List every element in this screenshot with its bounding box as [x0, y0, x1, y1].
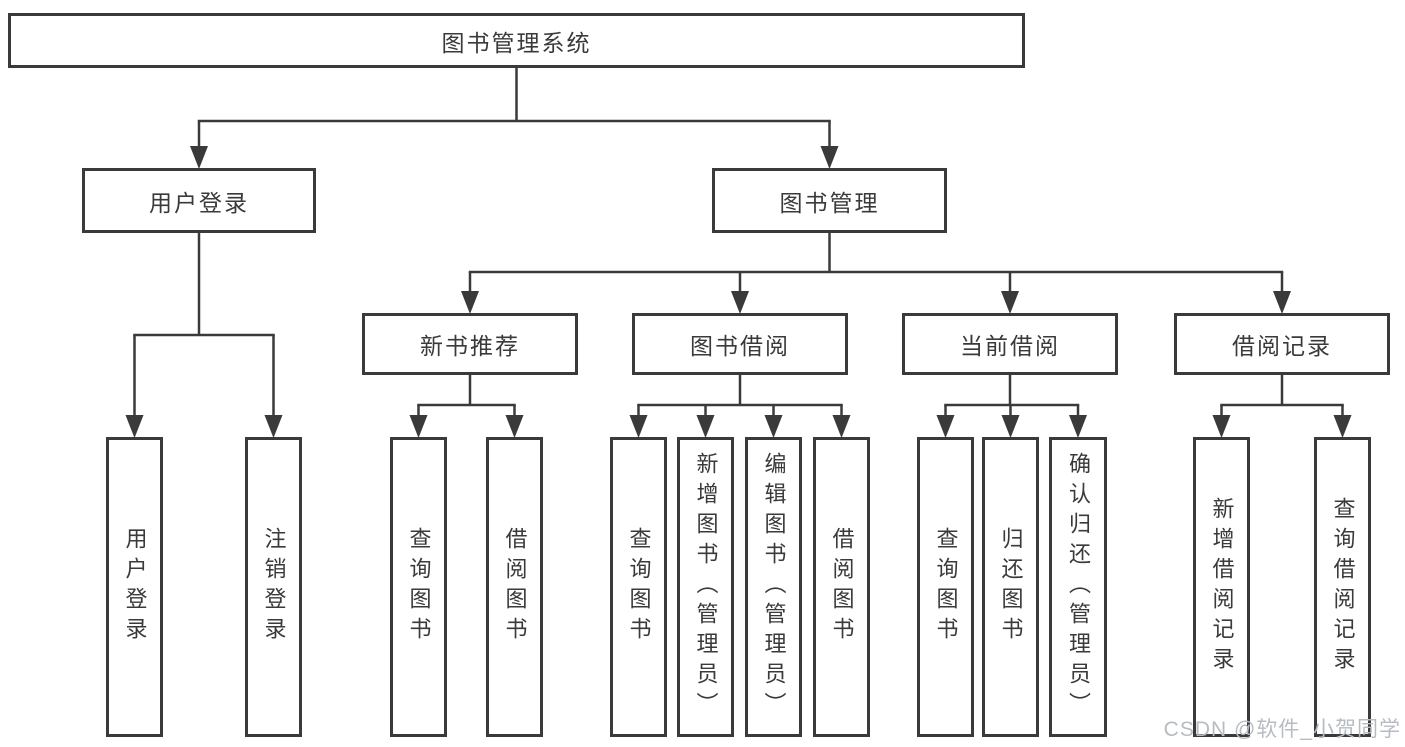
- arrowhead-icon: [1001, 291, 1019, 314]
- arrowhead-icon: [1333, 415, 1352, 438]
- node-borrow-record: 借阅记录: [1174, 313, 1390, 375]
- node-leaf-borrow-book-1: 借阅图书: [486, 437, 543, 737]
- arrowhead-icon: [629, 415, 648, 438]
- node-leaf-query-book-2: 查询图书: [610, 437, 667, 737]
- node-leaf-return-book: 归还图书: [982, 437, 1039, 737]
- node-leaf-query-book-2-label: 查询图书: [626, 527, 652, 647]
- node-leaf-query-record-label: 查询借阅记录: [1330, 497, 1356, 677]
- arrowhead-icon: [764, 415, 783, 438]
- node-borrow-record-label: 借阅记录: [1232, 333, 1332, 359]
- arrowhead-icon: [1069, 415, 1087, 438]
- node-leaf-add-book-label: 新增图书（管理员）: [693, 452, 719, 722]
- node-leaf-query-book-3: 查询图书: [917, 437, 974, 737]
- node-book-mgmt-label: 图书管理: [779, 189, 880, 216]
- node-leaf-logout: 注销登录: [245, 437, 302, 737]
- node-leaf-logout-label: 注销登录: [261, 527, 287, 647]
- arrowhead-icon: [461, 291, 479, 314]
- node-leaf-add-book: 新增图书（管理员）: [677, 437, 734, 737]
- node-new-book-rec-label: 新书推荐: [420, 333, 520, 359]
- node-root-label: 图书管理系统: [441, 29, 592, 56]
- node-current-borrow: 当前借阅: [902, 313, 1118, 375]
- node-leaf-query-book-3-label: 查询图书: [933, 527, 959, 647]
- node-leaf-query-book-1: 查询图书: [390, 437, 447, 737]
- node-leaf-query-record: 查询借阅记录: [1314, 437, 1371, 737]
- node-user-login-label: 用户登录: [149, 189, 249, 216]
- node-current-borrow-label: 当前借阅: [960, 333, 1060, 359]
- arrowhead-icon: [409, 415, 428, 438]
- node-root: 图书管理系统: [8, 13, 1025, 68]
- node-leaf-confirm-return: 确认归还（管理员）: [1049, 437, 1107, 737]
- node-leaf-borrow-book-2-label: 借阅图书: [829, 527, 855, 647]
- arrowhead-icon: [190, 146, 208, 169]
- node-leaf-query-book-1-label: 查询图书: [406, 527, 432, 647]
- arrowhead-icon: [505, 415, 524, 438]
- node-leaf-borrow-book-1-label: 借阅图书: [502, 527, 528, 647]
- node-leaf-add-record: 新增借阅记录: [1193, 437, 1250, 737]
- node-leaf-add-record-label: 新增借阅记录: [1209, 497, 1235, 677]
- node-leaf-login: 用户登录: [106, 437, 163, 737]
- node-leaf-edit-book: 编辑图书（管理员）: [745, 437, 802, 737]
- node-leaf-edit-book-label: 编辑图书（管理员）: [761, 452, 787, 722]
- csdn-watermark: CSDN @软件_小贺同学: [1163, 718, 1401, 741]
- arrowhead-icon: [1212, 415, 1231, 438]
- node-leaf-return-book-label: 归还图书: [998, 527, 1024, 647]
- arrowhead-icon: [696, 415, 715, 438]
- arrowhead-icon: [1273, 291, 1291, 314]
- node-leaf-borrow-book-2: 借阅图书: [813, 437, 870, 737]
- arrowhead-icon: [1001, 415, 1020, 438]
- node-user-login: 用户登录: [82, 168, 316, 233]
- arrowhead-icon: [264, 415, 283, 438]
- arrowhead-icon: [832, 415, 851, 438]
- arrowhead-icon: [125, 415, 144, 438]
- node-book-mgmt: 图书管理: [712, 168, 947, 233]
- node-leaf-confirm-return-label: 确认归还（管理员）: [1066, 452, 1091, 722]
- node-book-borrow-label: 图书借阅: [690, 333, 790, 359]
- node-new-book-rec: 新书推荐: [362, 313, 578, 375]
- node-book-borrow: 图书借阅: [632, 313, 848, 375]
- arrowhead-icon: [936, 415, 955, 438]
- arrowhead-icon: [731, 291, 749, 314]
- node-leaf-login-label: 用户登录: [122, 527, 148, 647]
- arrowhead-icon: [820, 146, 839, 169]
